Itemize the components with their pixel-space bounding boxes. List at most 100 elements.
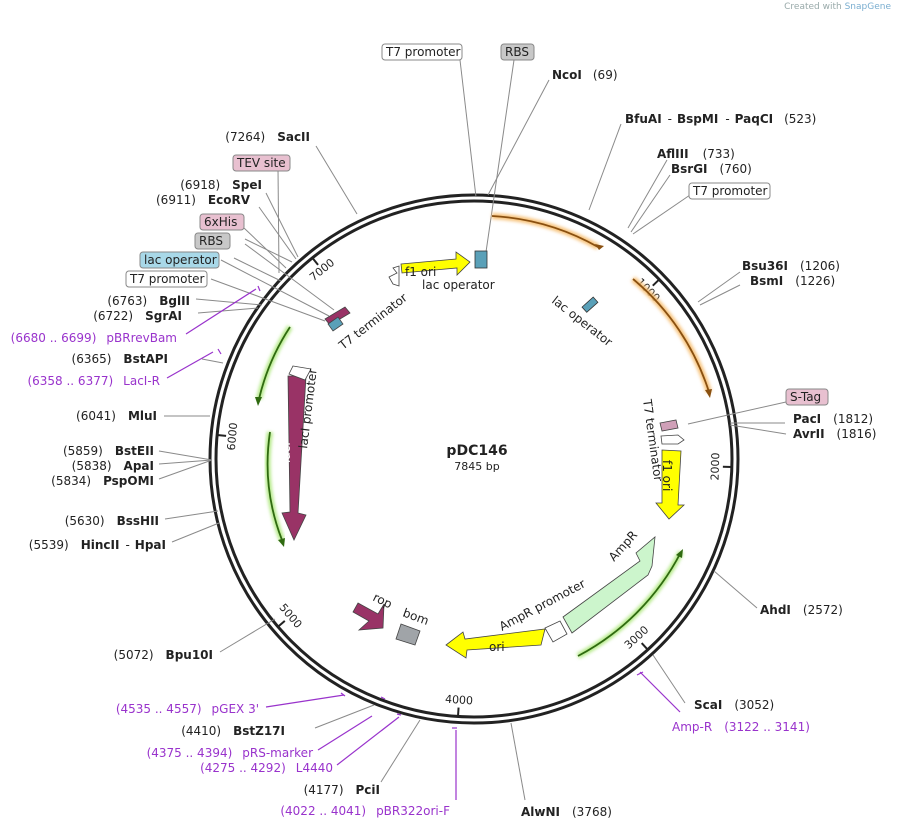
primer-pbrrevbam: (6680 .. 6699)pBRrevBam [11, 331, 177, 345]
laci-arrow [281, 375, 307, 541]
site-bpu10i: (5072)Bpu10I [114, 648, 213, 662]
t7-promoter-left-box [125, 270, 208, 288]
site-afliii: AflIII(733) [657, 147, 735, 161]
site-ahdi: AhdI(2572) [760, 603, 843, 617]
orf-arc-2-head [705, 389, 712, 398]
site-paci: PacI(1812) [793, 412, 873, 426]
site-ecorv: (6911)EcoRV [156, 193, 251, 207]
lac-operator-left-text: lac operator [144, 253, 217, 267]
site-avrii: AvrII(1816) [793, 427, 876, 441]
lac-operator-top-label: lac operator [422, 278, 495, 292]
tick-mark-7000 [311, 257, 319, 266]
site-alwni: AlwNI(3768) [521, 805, 612, 819]
s-tag-mark [659, 419, 679, 432]
ori-label: ori [489, 640, 505, 654]
laci-label: lacI [279, 442, 293, 463]
f1-ori-right-label: f1 ori [660, 460, 674, 491]
tick-mark-1000 [652, 278, 660, 287]
tick-label-6000: 6000 [225, 422, 241, 451]
site-sgrai: (6722)SgrAI [93, 309, 182, 323]
orf-arc-4 [258, 326, 291, 400]
orf-arc-4-head [255, 397, 262, 406]
ori-arrow [445, 628, 546, 659]
primer-prs-marker: (4375 .. 4394)pRS-marker [147, 746, 313, 760]
site-bsshii: (5630)BssHII [65, 514, 159, 528]
t7-terminator-left-arrow [388, 265, 400, 287]
tick-mark-6000 [217, 434, 227, 437]
s-tag-text: S-Tag [790, 390, 821, 404]
orf-arc-1-head [595, 244, 604, 250]
backbone-inner [214, 199, 734, 719]
bom-label: bom [401, 606, 431, 628]
site-bsu36i: Bsu36I(1206) [742, 259, 840, 273]
site-bfuai: BfuAI-BspMI-PaqCI(523) [625, 112, 816, 126]
rbs-top-box [500, 43, 535, 61]
t7-promoter-top-text: T7 promoter [385, 45, 461, 59]
ampr-arrow [562, 536, 656, 634]
tev-site-text: TEV site [236, 156, 286, 170]
backbone-outer [208, 193, 740, 725]
rbs-top-text: RBS [505, 45, 529, 59]
primer-amp-r: Amp-R(3122 .. 3141) [672, 720, 810, 734]
rbs-left-text: RBS [199, 234, 223, 248]
site-spei: (6918)SpeI [180, 178, 262, 192]
lac-operator-top-box [474, 250, 488, 269]
lac-operator-right-label: lac operator [549, 293, 615, 349]
tick-mark-3000 [640, 642, 649, 651]
tick-label-4000: 4000 [445, 693, 474, 708]
his-tev-mark [324, 306, 351, 326]
t7-promoter-right-box [688, 182, 771, 200]
tick-label-5000: 5000 [276, 601, 304, 631]
lac-operator-left-mark [327, 316, 344, 332]
t7-terminator-left-label: T7 terminator [335, 290, 410, 353]
f1-ori-left-label: f1 ori [405, 265, 436, 279]
primer-laci-r: (6358 .. 6377)LacI-R [27, 374, 160, 388]
t7-promoter-right-text: T7 promoter [692, 184, 768, 198]
orf-arc-2-glow [631, 276, 712, 393]
6xhis-text: 6xHis [204, 215, 237, 229]
plasmid-length: 7845 bp [454, 460, 499, 473]
site-bsrgi: BsrGI(760) [671, 162, 752, 176]
site-hincii: (5539)HincII-HpaI [29, 538, 166, 552]
orf-arc-3 [577, 551, 682, 657]
t7-terminator-right-arrow [660, 434, 685, 445]
ampr-promoter-arrow [544, 620, 568, 643]
site-bglii: (6763)BglII [107, 294, 190, 308]
site-bstapi: (6365)BstAPI [72, 352, 168, 366]
tev-site-box [232, 154, 291, 172]
6xhis-box [199, 213, 245, 231]
primer-lines [166, 285, 681, 800]
orf-arc-5 [266, 431, 283, 541]
tick-mark-4000 [456, 707, 460, 717]
t7-promoter-top-box [381, 43, 463, 61]
t7-promoter-left-text: T7 promoter [129, 272, 205, 286]
primer-pbr322ori-f: (4022 .. 4041)pBR322ori-F [280, 804, 450, 818]
snapgene-credit: Created with SnapGene [784, 2, 891, 12]
primer-l4440: (4275 .. 4292)L4440 [200, 761, 333, 775]
site-bsteii: (5859)BstEII [63, 444, 154, 458]
tick-mark-5000 [277, 620, 286, 628]
rop-arrow [352, 602, 385, 631]
f1-ori-right-arrow [655, 449, 686, 520]
site-sacii: (7264)SacII [225, 130, 310, 144]
ampr-label: AmpR [606, 528, 640, 564]
site-scai: ScaI(3052) [694, 698, 774, 712]
site-ncoi: NcoI(69) [552, 68, 618, 82]
lac-operator-right-box [581, 296, 599, 313]
plasmid-name: pDC146 [446, 443, 507, 459]
leader-lines [158, 59, 787, 801]
site-bsmi: BsmI(1226) [750, 274, 835, 288]
orf-arc-5-head [278, 538, 285, 547]
tick-label-2000: 2000 [708, 452, 722, 480]
lac-operator-left-box [139, 251, 220, 269]
site-pspomi: (5834)PspOMI [51, 474, 154, 488]
orf-arc-1 [491, 215, 599, 248]
f1-ori-left-arrow [400, 251, 471, 276]
orf-arc-1-glow [491, 213, 600, 250]
rbs-left-box [194, 232, 231, 250]
orf-arc-3-head [676, 549, 683, 558]
site-pcii: (4177)PciI [304, 783, 380, 797]
site-bstz17i: (4410)BstZ17I [181, 724, 285, 738]
site-mlui: (6041)MluI [76, 409, 157, 423]
